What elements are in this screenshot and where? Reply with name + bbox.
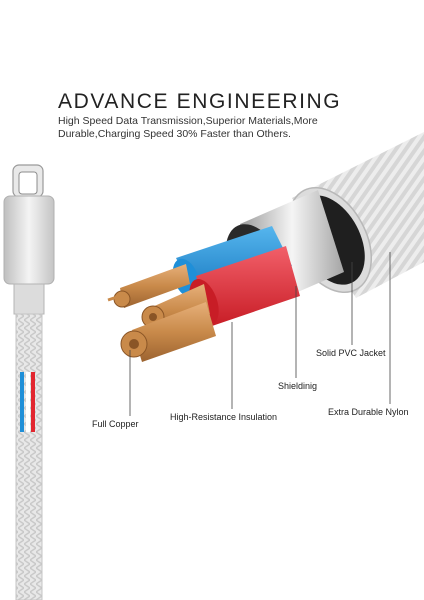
page-title: ADVANCE ENGINEERING bbox=[58, 90, 342, 113]
subtitle-line-2: Durable,Charging Speed 30% Faster than O… bbox=[58, 128, 291, 140]
usb-c-connector bbox=[3, 164, 55, 315]
bare-copper-wire bbox=[107, 294, 216, 362]
label-pvc-jacket: Solid PVC Jacket bbox=[316, 348, 386, 358]
label-shielding: Shieldinig bbox=[278, 381, 318, 391]
page-subtitle: High Speed Data Transmission,Superior Ma… bbox=[58, 115, 358, 141]
subtitle-line-1: High Speed Data Transmission,Superior Ma… bbox=[58, 115, 318, 127]
label-insulation: High-Resistance Insulation bbox=[170, 412, 278, 422]
vertical-cable bbox=[15, 313, 43, 600]
label-full-copper: Full Copper bbox=[92, 419, 139, 429]
label-nylon: Extra Durable Nylon bbox=[328, 407, 409, 417]
leader-lines bbox=[129, 252, 391, 416]
